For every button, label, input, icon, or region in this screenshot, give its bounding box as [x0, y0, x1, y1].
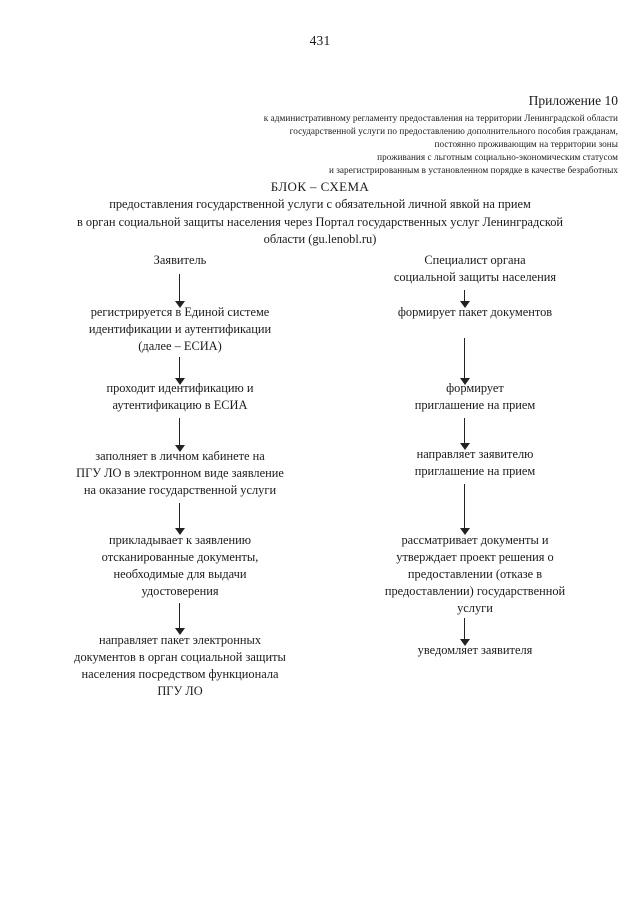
node-line: утверждает проект решения о: [396, 550, 554, 565]
flowchart: Заявитель регистрируется в Единой систем…: [0, 252, 640, 722]
node-applicant-step-1: регистрируется в Единой системе идентифи…: [30, 304, 330, 355]
arrow-specialist-step1-to-step2: [459, 338, 470, 385]
node-line: документов в орган социальной защиты: [74, 650, 286, 665]
node-applicant-step-3: заполняет в личном кабинете на ПГУ ЛО в …: [30, 448, 330, 499]
appendix-header: Приложение 10 к административному реглам…: [198, 93, 618, 177]
node-line: услуги: [457, 601, 493, 616]
node-specialist-step-5: уведомляет заявителя: [330, 642, 620, 659]
node-specialist-step-4: рассматривает документы и утверждает про…: [330, 532, 620, 618]
node-applicant-step-4: прикладывает к заявлению отсканированные…: [30, 532, 330, 600]
node-line: направляет пакет электронных: [98, 633, 262, 647]
node-line: предоставлении) государственной: [384, 584, 566, 599]
arrow-applicant-step1-to-step2: [174, 357, 185, 385]
arrow-applicant-step4-to-step5: [174, 603, 185, 635]
node-line: направляет заявителю: [416, 447, 534, 461]
node-line: на оказание государственной услуги: [83, 483, 277, 498]
appendix-title: Приложение 10: [528, 93, 618, 108]
node-line: (далее – ЕСИА): [138, 339, 222, 354]
arrow-specialist-step3-to-step4: [459, 484, 470, 535]
node-line: уведомляет заявителя: [417, 643, 533, 657]
node-line: отсканированные документы,: [101, 550, 259, 565]
arrow-applicant-step3-to-step4: [174, 503, 185, 535]
node-line: заполняет в личном кабинете на: [95, 449, 265, 463]
node-applicant-step-5: направляет пакет электронных документов …: [30, 632, 330, 700]
column-header-specialist-line-1: Специалист органа: [424, 253, 526, 267]
appendix-line-5: и зарегистрированным в установленном пор…: [328, 164, 618, 175]
column-header-specialist: Специалист органа социальной защиты насе…: [330, 252, 620, 285]
node-specialist-step-3: направляет заявителю приглашение на прие…: [330, 446, 620, 480]
column-header-specialist-line-2: социальной защиты населения: [393, 269, 557, 284]
node-specialist-step-2: формирует приглашение на прием: [330, 380, 620, 414]
arrow-specialist-step4-to-step5: [459, 618, 470, 646]
arrow-applicant-step2-to-step3: [174, 418, 185, 452]
node-line: приглашение на прием: [414, 398, 536, 413]
column-header-applicant-line-1: Заявитель: [153, 253, 207, 267]
node-line: ПГУ ЛО: [157, 684, 203, 699]
arrow-applicant-head-to-step1: [174, 274, 185, 308]
arrow-specialist-step2-to-step3: [459, 418, 470, 450]
page-title: БЛОК – СХЕМА: [270, 179, 370, 194]
appendix-line-1: к административному регламенту предостав…: [263, 112, 618, 123]
node-line: формирует пакет документов: [397, 305, 553, 319]
node-line: проходит идентификацию и: [106, 381, 254, 395]
flow-column-specialist: Специалист органа социальной защиты насе…: [330, 252, 620, 657]
column-header-applicant: Заявитель: [30, 252, 330, 269]
node-line: рассматривает документы и: [401, 533, 549, 547]
node-line: удостоверения: [141, 584, 219, 599]
arrow-specialist-head-to-step1: [459, 290, 470, 308]
appendix-line-3: постоянно проживающим на территории зоны: [434, 138, 618, 149]
node-line: идентификации и аутентификации: [88, 322, 272, 337]
appendix-line-4: проживания с льготным социально-экономич…: [377, 151, 618, 162]
node-line: населения посредством функционала: [81, 667, 279, 682]
node-specialist-step-1: формирует пакет документов: [330, 304, 620, 321]
node-line: предоставлении (отказе в: [407, 567, 543, 582]
flow-column-applicant: Заявитель регистрируется в Единой систем…: [30, 252, 330, 698]
node-applicant-step-2: проходит идентификацию и аутентификацию …: [30, 380, 330, 414]
document-title-block: БЛОК – СХЕМА предоставления государствен…: [0, 179, 640, 249]
node-line: прикладывает к заявлению: [108, 533, 252, 547]
node-line: формирует: [446, 381, 504, 395]
node-line: регистрируется в Единой системе: [90, 305, 270, 319]
node-line: ПГУ ЛО в электронном виде заявление: [76, 466, 284, 481]
document-subtitle-line-3: области (gu.lenobl.ru): [263, 232, 377, 247]
document-subtitle-line-1: предоставления государственной услуги с …: [109, 196, 531, 211]
node-line: аутентификацию в ЕСИА: [112, 398, 248, 413]
page-number: 431: [309, 33, 331, 48]
appendix-line-2: государственной услуги по предоставлению…: [289, 125, 618, 136]
node-line: необходимые для выдачи: [113, 567, 247, 582]
document-subtitle-line-2: в орган социальной защиты населения чере…: [76, 214, 564, 229]
node-line: приглашение на прием: [414, 464, 536, 479]
